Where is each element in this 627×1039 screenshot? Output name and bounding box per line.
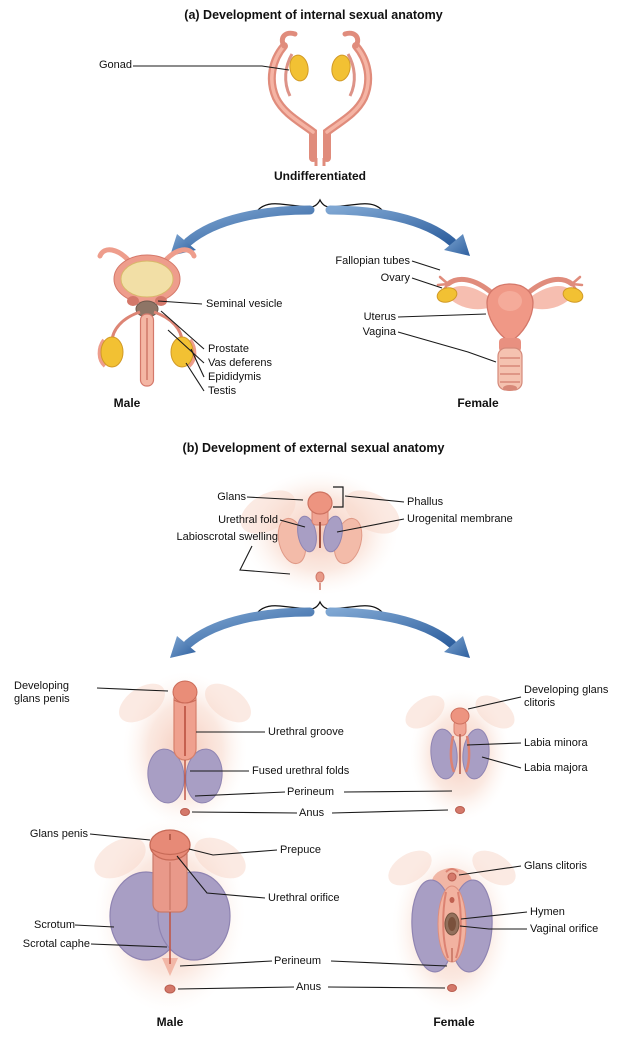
final-male-illustration bbox=[94, 817, 246, 1013]
developing-female-illustration bbox=[405, 689, 515, 821]
labia-majora-shape bbox=[430, 728, 458, 780]
anus-label-developing: Anus bbox=[299, 807, 325, 819]
left-gonad bbox=[289, 54, 309, 82]
prostate-label: Prostate bbox=[208, 343, 249, 355]
anus-shape bbox=[315, 571, 325, 583]
vaginal-orifice-label: Vaginal orifice bbox=[530, 923, 599, 935]
labia-minora-shape bbox=[449, 735, 456, 773]
glans-clitoris-label: Glans clitoris bbox=[524, 860, 587, 872]
hymen-label: Hymen bbox=[530, 906, 565, 918]
seminal-vesicle-label: Seminal vesicle bbox=[206, 298, 283, 310]
glans-label: Glans bbox=[217, 491, 246, 503]
prepuce-label: Prepuce bbox=[280, 844, 321, 856]
gonad-label: Gonad bbox=[98, 59, 132, 71]
undifferentiated-internal-illustration bbox=[267, 30, 373, 166]
labia-minora-label: Labia minora bbox=[524, 737, 588, 749]
vas-deferens-shape bbox=[110, 310, 141, 343]
developing-glans-clitoris-label: Developing glans clitoris bbox=[524, 684, 609, 709]
urethral-orifice-shape bbox=[449, 897, 455, 903]
developing-male-illustration bbox=[119, 672, 251, 828]
seminal-vesicle-shape bbox=[127, 296, 139, 306]
perineum-label-final: Perineum bbox=[274, 955, 322, 967]
urethral-groove-label: Urethral groove bbox=[268, 726, 344, 738]
male-caption-a: Male bbox=[113, 396, 141, 410]
leader-lines bbox=[74, 65, 528, 990]
female-internal-illustration bbox=[436, 275, 584, 391]
vagina-shape bbox=[497, 347, 523, 391]
fallopian-tubes-label: Fallopian tubes bbox=[335, 255, 410, 267]
undifferentiated-caption: Undifferentiated bbox=[273, 169, 366, 183]
ovary-shape bbox=[436, 287, 458, 303]
developing-glans-clitoris-shape bbox=[450, 707, 470, 725]
anus-shape bbox=[164, 984, 176, 994]
scrotal-caphe-label: Scrotal caphe bbox=[22, 938, 90, 950]
final-female-illustration bbox=[388, 843, 516, 1013]
female-caption-a: Female bbox=[457, 396, 499, 410]
urethral-fold-shape bbox=[297, 515, 317, 553]
bladder bbox=[120, 260, 174, 298]
developing-glans-penis-shape bbox=[172, 680, 198, 704]
vas-deferens-label: Vas deferens bbox=[208, 357, 273, 369]
epididymis-shape bbox=[97, 338, 107, 368]
labia-minora-shape bbox=[442, 891, 449, 959]
glans-clitoris-shape bbox=[447, 872, 457, 882]
male-internal-illustration bbox=[97, 247, 197, 387]
external-undifferentiated-illustration bbox=[240, 471, 400, 595]
uterus-label: Uterus bbox=[363, 311, 396, 323]
testis-shape bbox=[100, 336, 124, 368]
glans-penis-label: Glans penis bbox=[29, 828, 88, 840]
male-caption-b: Male bbox=[156, 1015, 184, 1029]
testis-label: Testis bbox=[208, 385, 237, 397]
anus-shape bbox=[447, 984, 457, 992]
glans-shape bbox=[307, 491, 333, 515]
fused-urethral-folds-label: Fused urethral folds bbox=[252, 765, 350, 777]
perineum-label-developing: Perineum bbox=[287, 786, 335, 798]
anus-shape bbox=[180, 808, 190, 816]
panel-a-title: (a) Development of internal sexual anato… bbox=[184, 8, 443, 22]
urogenital-membrane-label: Urogenital membrane bbox=[407, 513, 513, 525]
scrotal-swelling-shape bbox=[147, 748, 185, 804]
anus-label-final: Anus bbox=[296, 981, 322, 993]
panel-b-title: (b) Development of external sexual anato… bbox=[182, 441, 445, 455]
phallus-label: Phallus bbox=[407, 496, 444, 508]
urethral-fold-label: Urethral fold bbox=[218, 514, 278, 526]
ovary-label: Ovary bbox=[380, 272, 410, 284]
hymen-shape bbox=[448, 917, 456, 931]
scrotum-label: Scrotum bbox=[34, 919, 75, 931]
female-caption-b: Female bbox=[433, 1015, 475, 1029]
epididymis-label: Epididymis bbox=[208, 371, 262, 383]
urethral-orifice-label: Urethral orifice bbox=[268, 892, 340, 904]
labia-majora-label: Labia majora bbox=[524, 762, 588, 774]
labioscrotal-swelling-label: Labioscrotal swelling bbox=[176, 531, 279, 543]
fallopian-tube-shape bbox=[445, 276, 495, 296]
anus-shape bbox=[455, 806, 465, 814]
vagina-label: Vagina bbox=[362, 326, 396, 338]
developing-glans-penis-label: Developing glans penis bbox=[14, 680, 70, 705]
right-gonad bbox=[331, 54, 351, 82]
